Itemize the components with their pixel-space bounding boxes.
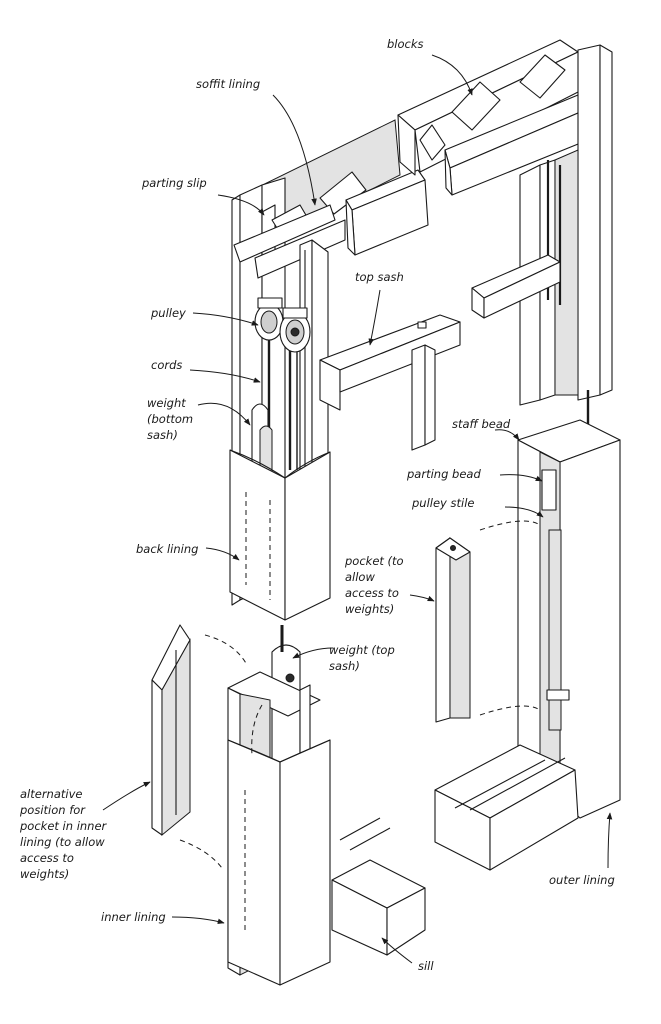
label-weight-top-line2: sash) xyxy=(329,659,360,673)
label-sill: sill xyxy=(418,959,434,973)
label-alt-line4: lining (to allow xyxy=(20,835,105,849)
label-parting-bead: parting bead xyxy=(406,467,481,481)
label-staff-bead: staff bead xyxy=(452,417,511,431)
label-back-lining: back lining xyxy=(136,542,198,556)
label-pocket-line3: access to xyxy=(345,586,399,600)
pocket-piece xyxy=(435,537,471,723)
label-pocket-line1: pocket (to xyxy=(344,554,404,568)
right-frame xyxy=(397,39,613,430)
label-pulley-stile: pulley stile xyxy=(411,496,474,510)
label-pulley: pulley xyxy=(150,306,186,320)
label-weight-bottom-line2: (bottom xyxy=(147,412,193,426)
left-upper-frame xyxy=(229,119,429,621)
right-lower-frame xyxy=(434,419,621,871)
label-weight-bottom-line3: sash) xyxy=(147,428,178,442)
label-weight-top-line1: weight (top xyxy=(329,643,395,657)
label-blocks: blocks xyxy=(387,37,424,51)
label-parting-slip: parting slip xyxy=(141,176,207,190)
label-cords: cords xyxy=(151,358,182,372)
label-soffit-lining: soffit lining xyxy=(196,77,260,91)
pulley-wheels xyxy=(254,297,311,353)
label-top-sash: top sash xyxy=(355,270,404,284)
labels: blocks soffit lining parting slip top sa… xyxy=(19,37,615,973)
label-alt-line3: pocket in inner xyxy=(19,819,108,833)
leader-lines xyxy=(102,54,613,964)
left-lower-frame xyxy=(179,625,426,986)
label-alt-line5: access to xyxy=(20,851,74,865)
top-sash xyxy=(319,314,461,451)
label-alt-line2: position for xyxy=(19,803,86,817)
label-weight-bottom-line1: weight xyxy=(147,396,186,410)
label-pocket-line4: weights) xyxy=(345,602,394,616)
label-alt-line1: alternative xyxy=(20,787,82,801)
alternative-pocket-piece xyxy=(151,624,191,837)
label-alt-line6: weights) xyxy=(20,867,69,881)
label-inner-lining: inner lining xyxy=(101,910,166,924)
label-outer-lining: outer lining xyxy=(549,873,615,887)
label-pocket-line2: allow xyxy=(345,570,375,584)
